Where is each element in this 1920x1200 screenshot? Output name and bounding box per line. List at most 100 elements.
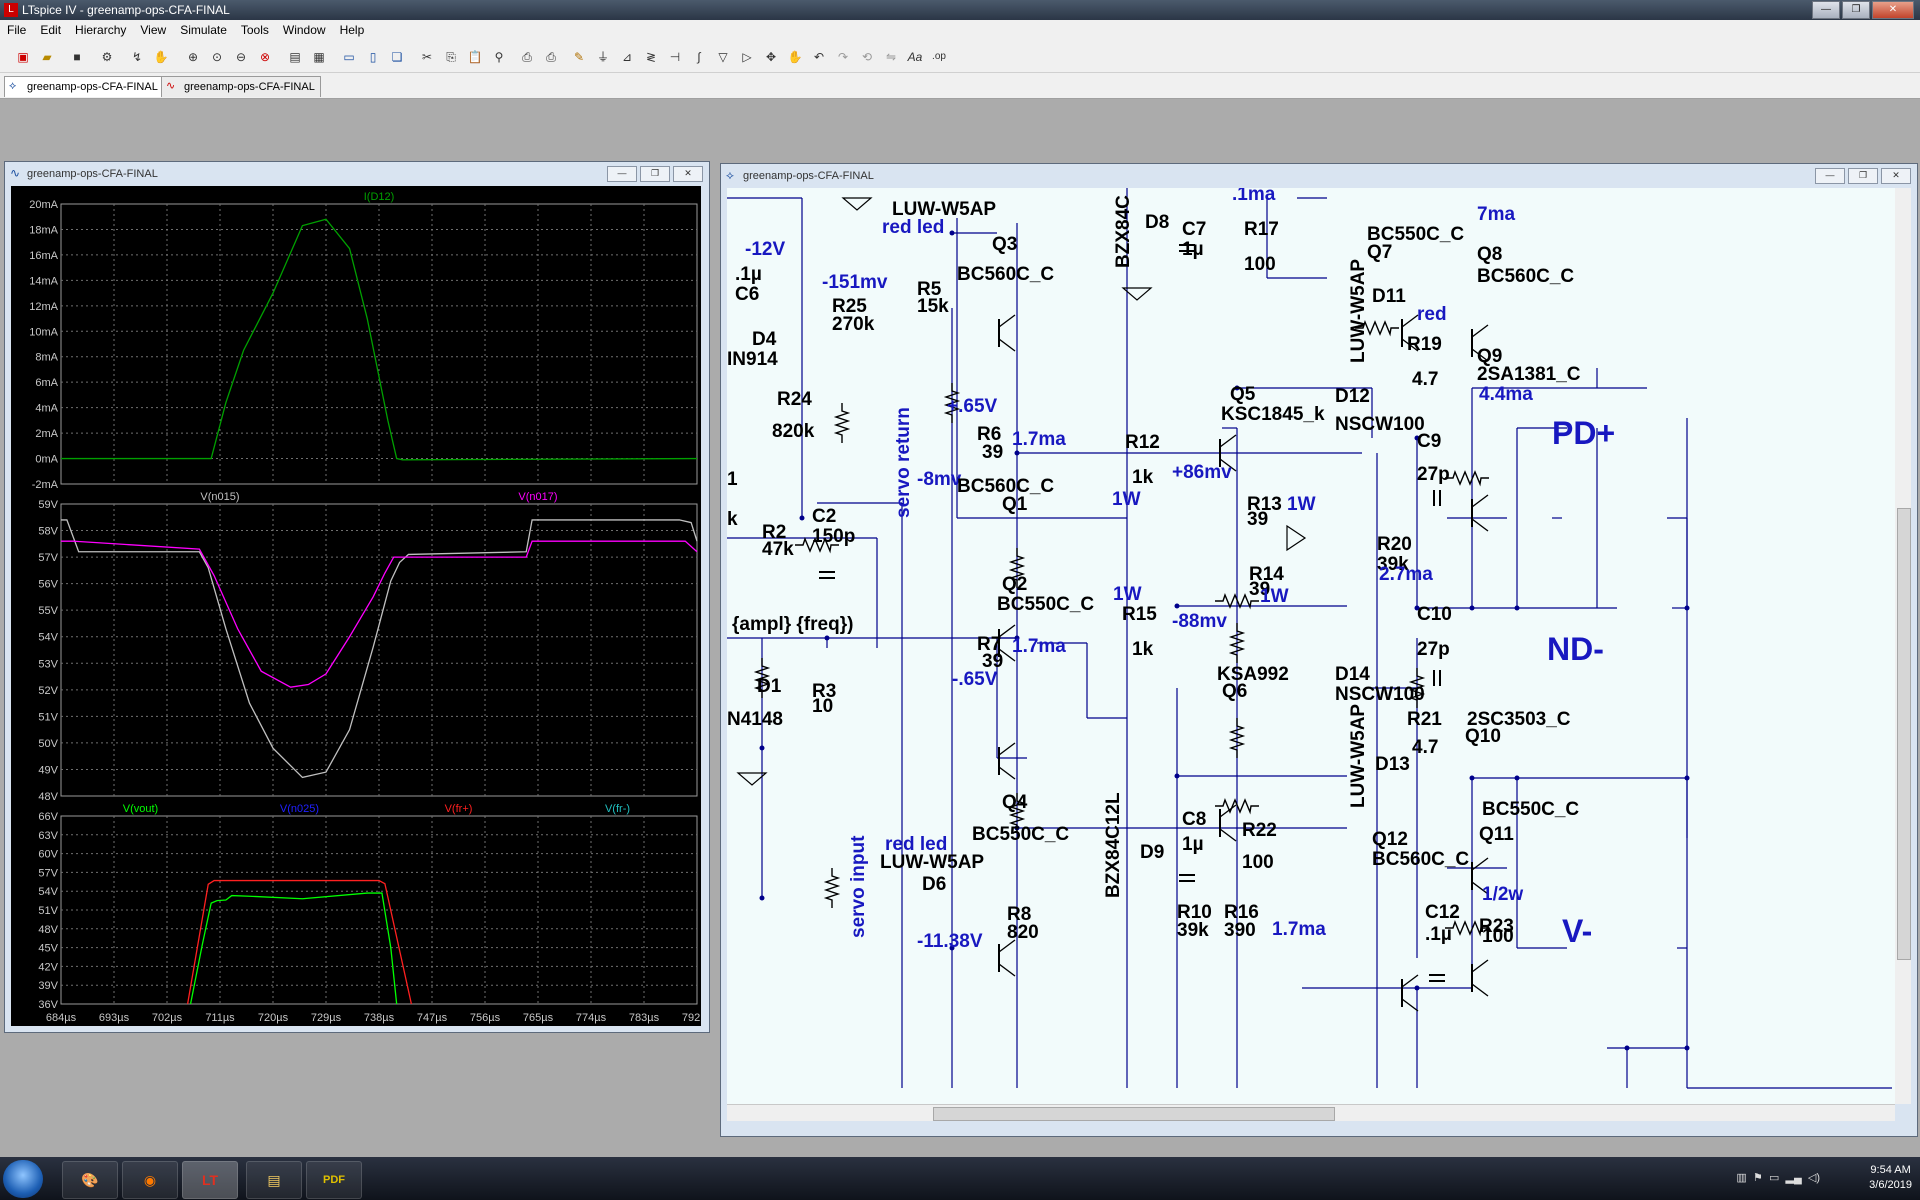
copy-icon[interactable]: ⎘: [446, 50, 456, 64]
clock[interactable]: 9:54 AM 3/6/2019: [1869, 1163, 1912, 1193]
grid-icon[interactable]: ▦: [313, 50, 325, 64]
close-button[interactable]: ✕: [1872, 1, 1914, 19]
menu-hierarchy[interactable]: Hierarchy: [75, 23, 127, 37]
menu-file[interactable]: File: [7, 23, 27, 37]
cascade-icon[interactable]: ❏: [391, 50, 403, 64]
menu-window[interactable]: Window: [282, 23, 326, 37]
schematic-label: Q5: [1230, 384, 1256, 405]
autorange-icon[interactable]: ▤: [289, 50, 301, 64]
zoom-out-icon[interactable]: ⊖: [235, 50, 247, 64]
y-tick-label: 10mA: [29, 326, 58, 338]
paint-icon[interactable]: 🎨: [62, 1161, 118, 1199]
redo-icon[interactable]: ↷: [837, 50, 849, 64]
menu-tools[interactable]: Tools: [240, 23, 269, 37]
tab-waveform[interactable]: ∿ greenamp-ops-CFA-FINAL: [161, 76, 321, 97]
halt-icon[interactable]: ✋: [153, 50, 169, 64]
restore-button[interactable]: ❐: [1842, 1, 1870, 19]
run-icon[interactable]: ↯: [131, 50, 143, 64]
series-line-vn017: [61, 540, 698, 688]
transistor-q2-emitter: [998, 766, 1016, 780]
find-icon[interactable]: ⚲: [494, 50, 504, 64]
ground-icon[interactable]: ⏚: [596, 50, 609, 64]
schematic-label: D9: [1140, 842, 1164, 863]
flag-icon[interactable]: ⚑: [1752, 1172, 1763, 1184]
menu-help[interactable]: Help: [339, 23, 365, 37]
vertical-scroll-thumb[interactable]: [1897, 508, 1911, 960]
minimize-button[interactable]: —: [1815, 168, 1845, 184]
text-icon[interactable]: Aa: [907, 50, 923, 64]
display-icon[interactable]: ▭: [1768, 1172, 1780, 1184]
menu-view[interactable]: View: [140, 23, 167, 37]
vertical-scrollbar[interactable]: [1895, 188, 1911, 1104]
menu-simulate[interactable]: Simulate: [180, 23, 227, 37]
explorer-icon[interactable]: ▤: [246, 1161, 302, 1199]
diode-icon[interactable]: ▽: [718, 50, 728, 64]
control-panel-icon[interactable]: ⚙: [101, 50, 113, 64]
schematic-label: red led: [885, 834, 947, 855]
resistor-icon[interactable]: ≷: [645, 50, 657, 64]
minimize-button[interactable]: —: [607, 166, 637, 182]
open-icon[interactable]: ▰: [42, 50, 52, 64]
label-net-icon[interactable]: ⊿: [621, 50, 633, 64]
schematic-label: +86mv: [1172, 462, 1232, 483]
zoom-in-icon[interactable]: ⊕: [187, 50, 199, 64]
volume-icon[interactable]: ◁): [1807, 1172, 1820, 1184]
horizontal-scroll-thumb[interactable]: [933, 1107, 1335, 1121]
rotate-icon[interactable]: ⟲: [861, 50, 873, 64]
pdf-icon[interactable]: PDF: [306, 1161, 362, 1199]
schematic-label: D14: [1335, 664, 1370, 685]
resistor-r3: [823, 868, 841, 908]
wire-junction: [799, 515, 805, 521]
transistor-q7-collector: [1401, 314, 1419, 328]
new-schematic-icon[interactable]: ▣: [17, 50, 29, 64]
transistor-q9-emitter: [1471, 518, 1489, 532]
tab-schematic[interactable]: ⟡ greenamp-ops-CFA-FINAL: [4, 76, 164, 97]
close-button[interactable]: ✕: [1881, 168, 1911, 184]
save-icon[interactable]: ■: [73, 50, 81, 64]
network-icon[interactable]: ▥: [1736, 1172, 1747, 1184]
inductor-icon[interactable]: ∫: [697, 50, 701, 64]
zoom-fit-icon[interactable]: ⊗: [259, 50, 271, 64]
print-preview-icon[interactable]: ⎙: [522, 50, 532, 64]
schematic-label: C6: [735, 284, 759, 305]
undo-icon[interactable]: ↶: [813, 50, 825, 64]
menu-edit[interactable]: Edit: [40, 23, 62, 37]
tab-schematic-label: greenamp-ops-CFA-FINAL: [27, 81, 158, 93]
minimize-button[interactable]: —: [1812, 1, 1840, 19]
restore-button[interactable]: ❐: [640, 166, 670, 182]
schematic-label: KSA992: [1217, 664, 1289, 685]
drag-icon[interactable]: ✋: [787, 50, 803, 64]
restore-button[interactable]: ❐: [1848, 168, 1878, 184]
schematic-label: R19: [1407, 334, 1442, 355]
zoom-pan-icon[interactable]: ⊙: [211, 50, 223, 64]
tile-vertical-icon[interactable]: ▯: [369, 50, 377, 64]
y-tick-label: 54V: [38, 632, 58, 644]
spice-directive-icon[interactable]: .op: [932, 51, 946, 62]
print-icon[interactable]: ⎙: [546, 50, 556, 64]
capacitor-icon[interactable]: ⊣: [669, 50, 681, 64]
resistor-r20: [1408, 668, 1426, 708]
schematic-label: red led: [882, 217, 944, 238]
move-icon[interactable]: ✥: [765, 50, 777, 64]
transistor-q4-collector: [998, 939, 1016, 953]
mirror-icon[interactable]: ⇋: [885, 50, 897, 64]
schematic-label: -.65V: [952, 669, 998, 690]
cut-icon[interactable]: ✂: [421, 50, 433, 64]
transistor-q12-emitter: [1401, 998, 1419, 1012]
schematic-label: servo input: [848, 835, 869, 938]
paste-icon[interactable]: 📋: [467, 50, 483, 64]
resistor-r7: [1008, 793, 1026, 833]
horizontal-scrollbar[interactable]: [727, 1104, 1895, 1121]
tile-horizontal-icon[interactable]: ▭: [343, 50, 355, 64]
component-icon[interactable]: ▷: [742, 50, 752, 64]
close-button[interactable]: ✕: [673, 166, 703, 182]
signal-icon[interactable]: ▂▄: [1785, 1172, 1802, 1184]
draw-wire-icon[interactable]: ✎: [573, 50, 585, 64]
start-orb[interactable]: [3, 1160, 43, 1198]
ltspice-icon[interactable]: LT: [182, 1161, 238, 1199]
schematic-label: 390: [1224, 920, 1256, 941]
firefox-icon[interactable]: ◉: [122, 1161, 178, 1199]
